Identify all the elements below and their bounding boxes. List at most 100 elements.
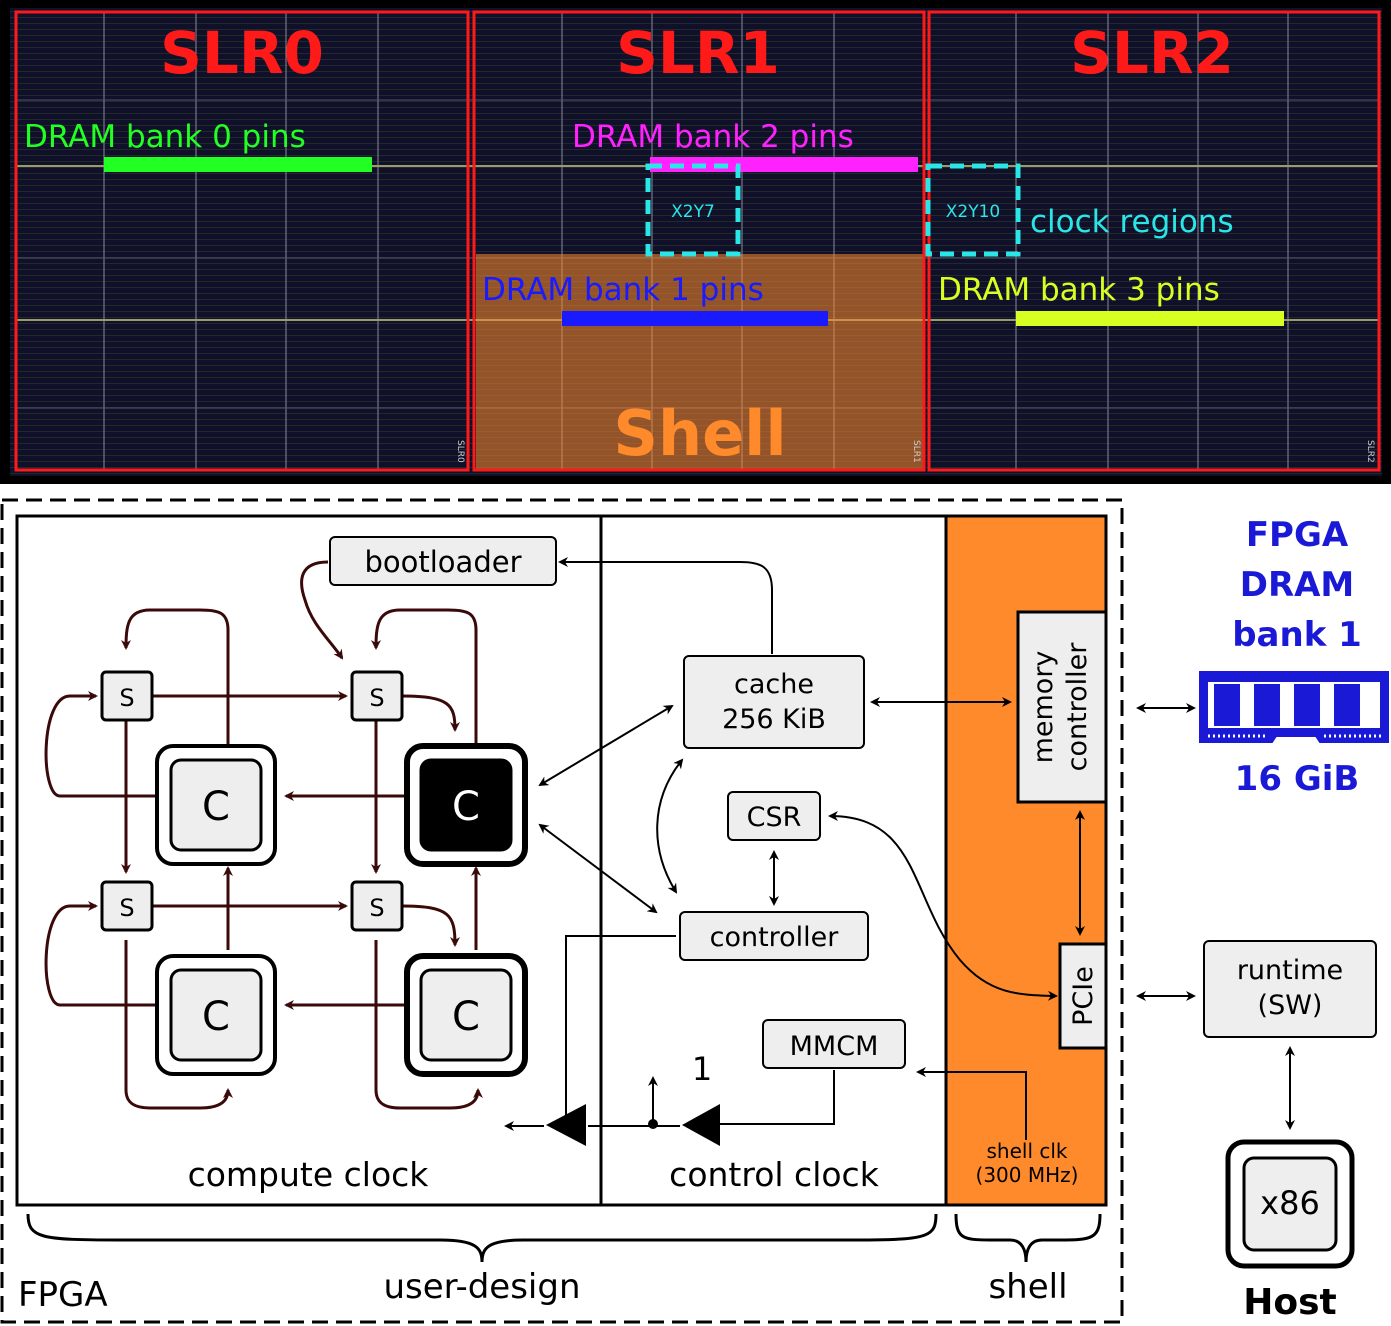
shell-label: shell: [988, 1267, 1067, 1307]
switch-box: [350, 880, 404, 932]
architecture-diagram: S S S S C C C: [0, 498, 1389, 1324]
core-label: C: [202, 994, 230, 1040]
controller-label: controller: [710, 922, 840, 953]
control-links: [504, 557, 1295, 1140]
cache-label-line1: cache: [734, 669, 814, 700]
bootloader-box: [329, 536, 557, 586]
switch-s00: S: [100, 670, 154, 722]
link-cache-controller: [656, 758, 684, 894]
compute-clock-label: compute clock: [188, 1155, 430, 1194]
dram-bank2-bar: [650, 157, 918, 172]
shell-clk-line1: shell clk: [986, 1139, 1067, 1163]
link-core00-s00-loop: [121, 608, 230, 745]
clock-regions-label: clock regions: [1030, 204, 1234, 240]
user-design-label: user-design: [383, 1267, 580, 1307]
core-inner: [419, 758, 513, 852]
link-controller-clock-enable: [565, 935, 676, 1124]
core-01-active: C: [404, 743, 528, 867]
switch-label: S: [119, 684, 134, 712]
switch-box: [100, 670, 154, 722]
switch-s01: S: [350, 670, 404, 722]
fpga-label: FPGA: [18, 1275, 108, 1315]
slr1-label: SLR1: [616, 19, 780, 87]
switch-label: S: [369, 894, 384, 922]
cache-box: [683, 655, 865, 749]
dram-bank0-label: DRAM bank 0 pins: [24, 119, 306, 155]
mesh-links: [44, 560, 483, 1110]
core-label: C: [452, 784, 480, 830]
core-inner: [169, 968, 263, 1062]
csr-label: CSR: [747, 802, 802, 833]
link-csr-pcie: [828, 811, 1058, 1001]
switch-label: S: [119, 894, 134, 922]
link-bootloader-s01: [300, 560, 344, 660]
link-s10-core10-wrap: [124, 940, 233, 1110]
shell-brace: [954, 1213, 1102, 1263]
clock-region-x2y10-label: X2Y10: [946, 202, 1000, 222]
switch-box: [350, 670, 404, 722]
dram-size-label: 16 GiB: [1235, 759, 1360, 799]
host-label: Host: [1243, 1282, 1337, 1323]
dram-title-line3: bank 1: [1232, 615, 1362, 655]
clock-junction-dot: [648, 1119, 658, 1129]
clock-gate-buffer-icon: [546, 1104, 586, 1146]
switch-s10: S: [100, 880, 154, 932]
runtime-box: [1203, 940, 1377, 1038]
core-label: C: [202, 784, 230, 830]
link-core00-s00: [44, 691, 155, 798]
link-cache-bootloader: [558, 557, 773, 654]
host-cpu-icon: x86: [1225, 1139, 1355, 1269]
control-clock-label: control clock: [669, 1155, 880, 1194]
slr2-border: [927, 10, 1381, 472]
dram-module-icon: [1199, 671, 1389, 743]
core-11: C: [404, 953, 528, 1077]
mmcm-box: [762, 1019, 906, 1069]
clock-region-box-x2y10: [925, 163, 1021, 257]
cache-label-line2: 256 KiB: [722, 704, 826, 735]
slr1-border: [472, 10, 926, 472]
dram-bank3-bar: [1016, 311, 1284, 326]
link-core01-s01-loop: [371, 608, 478, 745]
x86-label: x86: [1260, 1184, 1320, 1222]
dram-title-line1: FPGA: [1246, 515, 1349, 555]
switch-label: S: [369, 684, 384, 712]
clock-one-label: 1: [692, 1050, 712, 1088]
link-shell-clk-mmcm: [916, 1067, 1027, 1140]
pcie-label: PCIe: [1068, 966, 1099, 1026]
clock-buffer-icon: [682, 1104, 720, 1146]
dram-bank2-label: DRAM bank 2 pins: [572, 119, 854, 155]
slr1-corner-tag: SLR1: [911, 440, 921, 463]
core-inner: [169, 758, 263, 852]
dram-bank1-bar: [562, 311, 828, 326]
dram-bank1-label: DRAM bank 1 pins: [482, 272, 764, 308]
slr2-label: SLR2: [1070, 19, 1234, 87]
mmcm-label: MMCM: [790, 1031, 879, 1062]
shell-clk-line2: (300 MHz): [976, 1163, 1079, 1187]
csr-box: [727, 791, 821, 841]
memory-controller-box: [1016, 610, 1108, 804]
dram-bank0-bar: [104, 157, 372, 172]
slr0-border: [14, 10, 470, 472]
link-s11-core11: [401, 904, 460, 947]
link-s01-core01: [401, 694, 460, 732]
link-core01-cache: [538, 704, 674, 787]
runtime-line1: runtime: [1237, 955, 1343, 986]
bootloader-label: bootloader: [364, 545, 521, 579]
dram-bank3-label: DRAM bank 3 pins: [938, 272, 1220, 308]
dram-title-line2: DRAM: [1240, 565, 1355, 605]
user-design-brace: [26, 1213, 938, 1263]
switch-box: [100, 880, 154, 932]
runtime-line2: (SW): [1258, 990, 1323, 1021]
slr0-corner-tag: SLR0: [455, 440, 465, 463]
core-10: C: [155, 954, 277, 1076]
link-core01-controller: [538, 823, 658, 914]
core-label: C: [452, 994, 480, 1040]
link-core10-s10: [44, 901, 155, 1007]
switch-s11: S: [350, 880, 404, 932]
memory-controller-line1: memory: [1028, 651, 1059, 764]
floorplan: SLR0 SLR1 SLR2 SLR0 SLR1 SLR2 DRAM bank …: [0, 0, 1391, 484]
link-mmcm-buffer: [720, 1070, 835, 1125]
core-00: C: [155, 744, 277, 866]
shell-region: [476, 254, 924, 470]
